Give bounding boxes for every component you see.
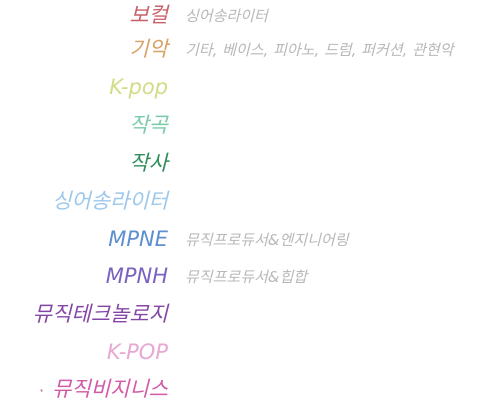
menu-item-composition[interactable]: 작곡 [0,110,491,140]
menu-item-label: MPNE [108,227,168,251]
bullet-icon: · [38,381,45,400]
menu-item-subtitle: 뮤직프로듀서&엔지니어링 [185,230,349,249]
menu-item-music-business[interactable]: · 뮤직비지니스 [0,375,491,405]
menu-item-subtitle: 싱어송라이터 [185,6,268,25]
menu-item-mpne[interactable]: MPNE 뮤직프로듀서&엔지니어링 [0,224,491,254]
menu-item-label: 기악 [129,37,168,61]
menu-item-label: 작곡 [129,113,168,137]
menu-item-music-technology[interactable]: 뮤직테크놀로지 [0,299,491,329]
menu-item-mpnh[interactable]: MPNH 뮤직프로듀서&힙합 [0,261,491,291]
menu-item-subtitle: 뮤직프로듀서&힙합 [185,267,308,286]
menu-item-kpop-lower[interactable]: K-pop [0,72,491,102]
menu-item-kpop-upper[interactable]: K-POP [0,337,491,367]
menu-item-label: 보컬 [129,3,168,27]
menu-item-label-wrap: · 뮤직비지니스 [0,374,170,406]
menu-item-instrumental[interactable]: 기악 기타, 베이스, 피아노, 드럼, 퍼커션, 관현악 [0,34,491,64]
menu-item-label: K-POP [106,340,168,364]
menu-item-label: K-pop [109,75,168,99]
menu-item-vocal[interactable]: 보컬 싱어송라이터 [0,0,491,30]
menu-item-label: 싱어송라이터 [52,189,168,213]
menu-item-label: 작사 [129,151,168,175]
menu-item-subtitle: 기타, 베이스, 피아노, 드럼, 퍼커션, 관현악 [185,40,454,59]
menu-item-label: 뮤직테크놀로지 [32,302,168,326]
menu-item-label: 뮤직비지니스 [52,377,168,401]
menu-item-singer-songwriter[interactable]: 싱어송라이터 [0,186,491,216]
menu-item-lyrics[interactable]: 작사 [0,148,491,178]
menu-item-label: MPNH [105,264,168,288]
